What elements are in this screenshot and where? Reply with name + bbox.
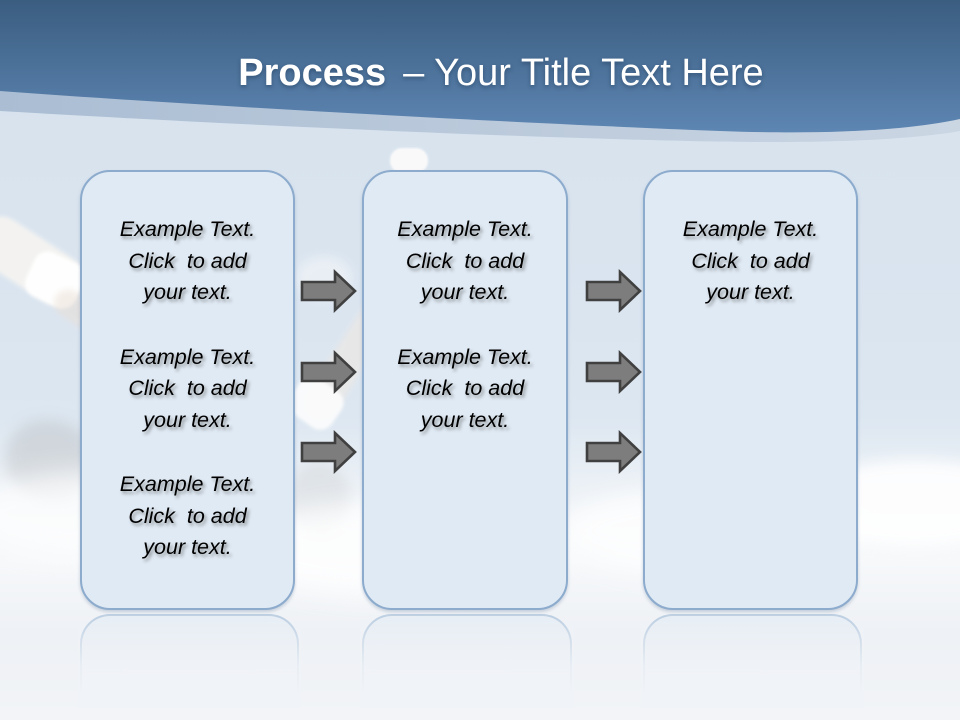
arrow-right-icon[interactable] xyxy=(585,350,643,394)
process-box-1[interactable]: Example Text. Click to add your text. Ex… xyxy=(80,170,295,610)
placeholder-text[interactable]: Example Text. Click to add your text. xyxy=(119,472,256,559)
slide-title[interactable]: Process – Your Title Text Here xyxy=(0,50,960,96)
arrow-right-icon[interactable] xyxy=(585,430,643,474)
process-box-3[interactable]: Example Text. Click to add your text. xyxy=(643,170,858,610)
placeholder-text[interactable]: Example Text. Click to add your text. xyxy=(682,217,819,304)
box-reflection xyxy=(641,613,864,708)
placeholder-text[interactable]: Example Text. Click to add your text. xyxy=(119,344,256,432)
placeholder-text[interactable]: Example Text. Click to add your text. xyxy=(397,217,533,304)
arrow-right-icon[interactable] xyxy=(300,350,358,394)
header-wave xyxy=(0,0,960,142)
process-box-2[interactable]: Example Text. Click to add your text. Ex… xyxy=(362,170,568,610)
box-reflection xyxy=(360,613,574,708)
arrow-right-icon[interactable] xyxy=(300,430,358,474)
box-reflection xyxy=(78,613,301,708)
arrow-right-icon[interactable] xyxy=(300,269,358,313)
placeholder-text[interactable]: Example Text. Click to add your text. xyxy=(397,344,533,432)
arrow-right-icon[interactable] xyxy=(585,269,643,313)
title-keyword: Process xyxy=(238,52,387,94)
placeholder-text[interactable]: Example Text. Click to add your text. xyxy=(119,217,256,304)
title-subtitle: – Your Title Text Here xyxy=(403,52,764,94)
photo-fist xyxy=(390,148,428,173)
